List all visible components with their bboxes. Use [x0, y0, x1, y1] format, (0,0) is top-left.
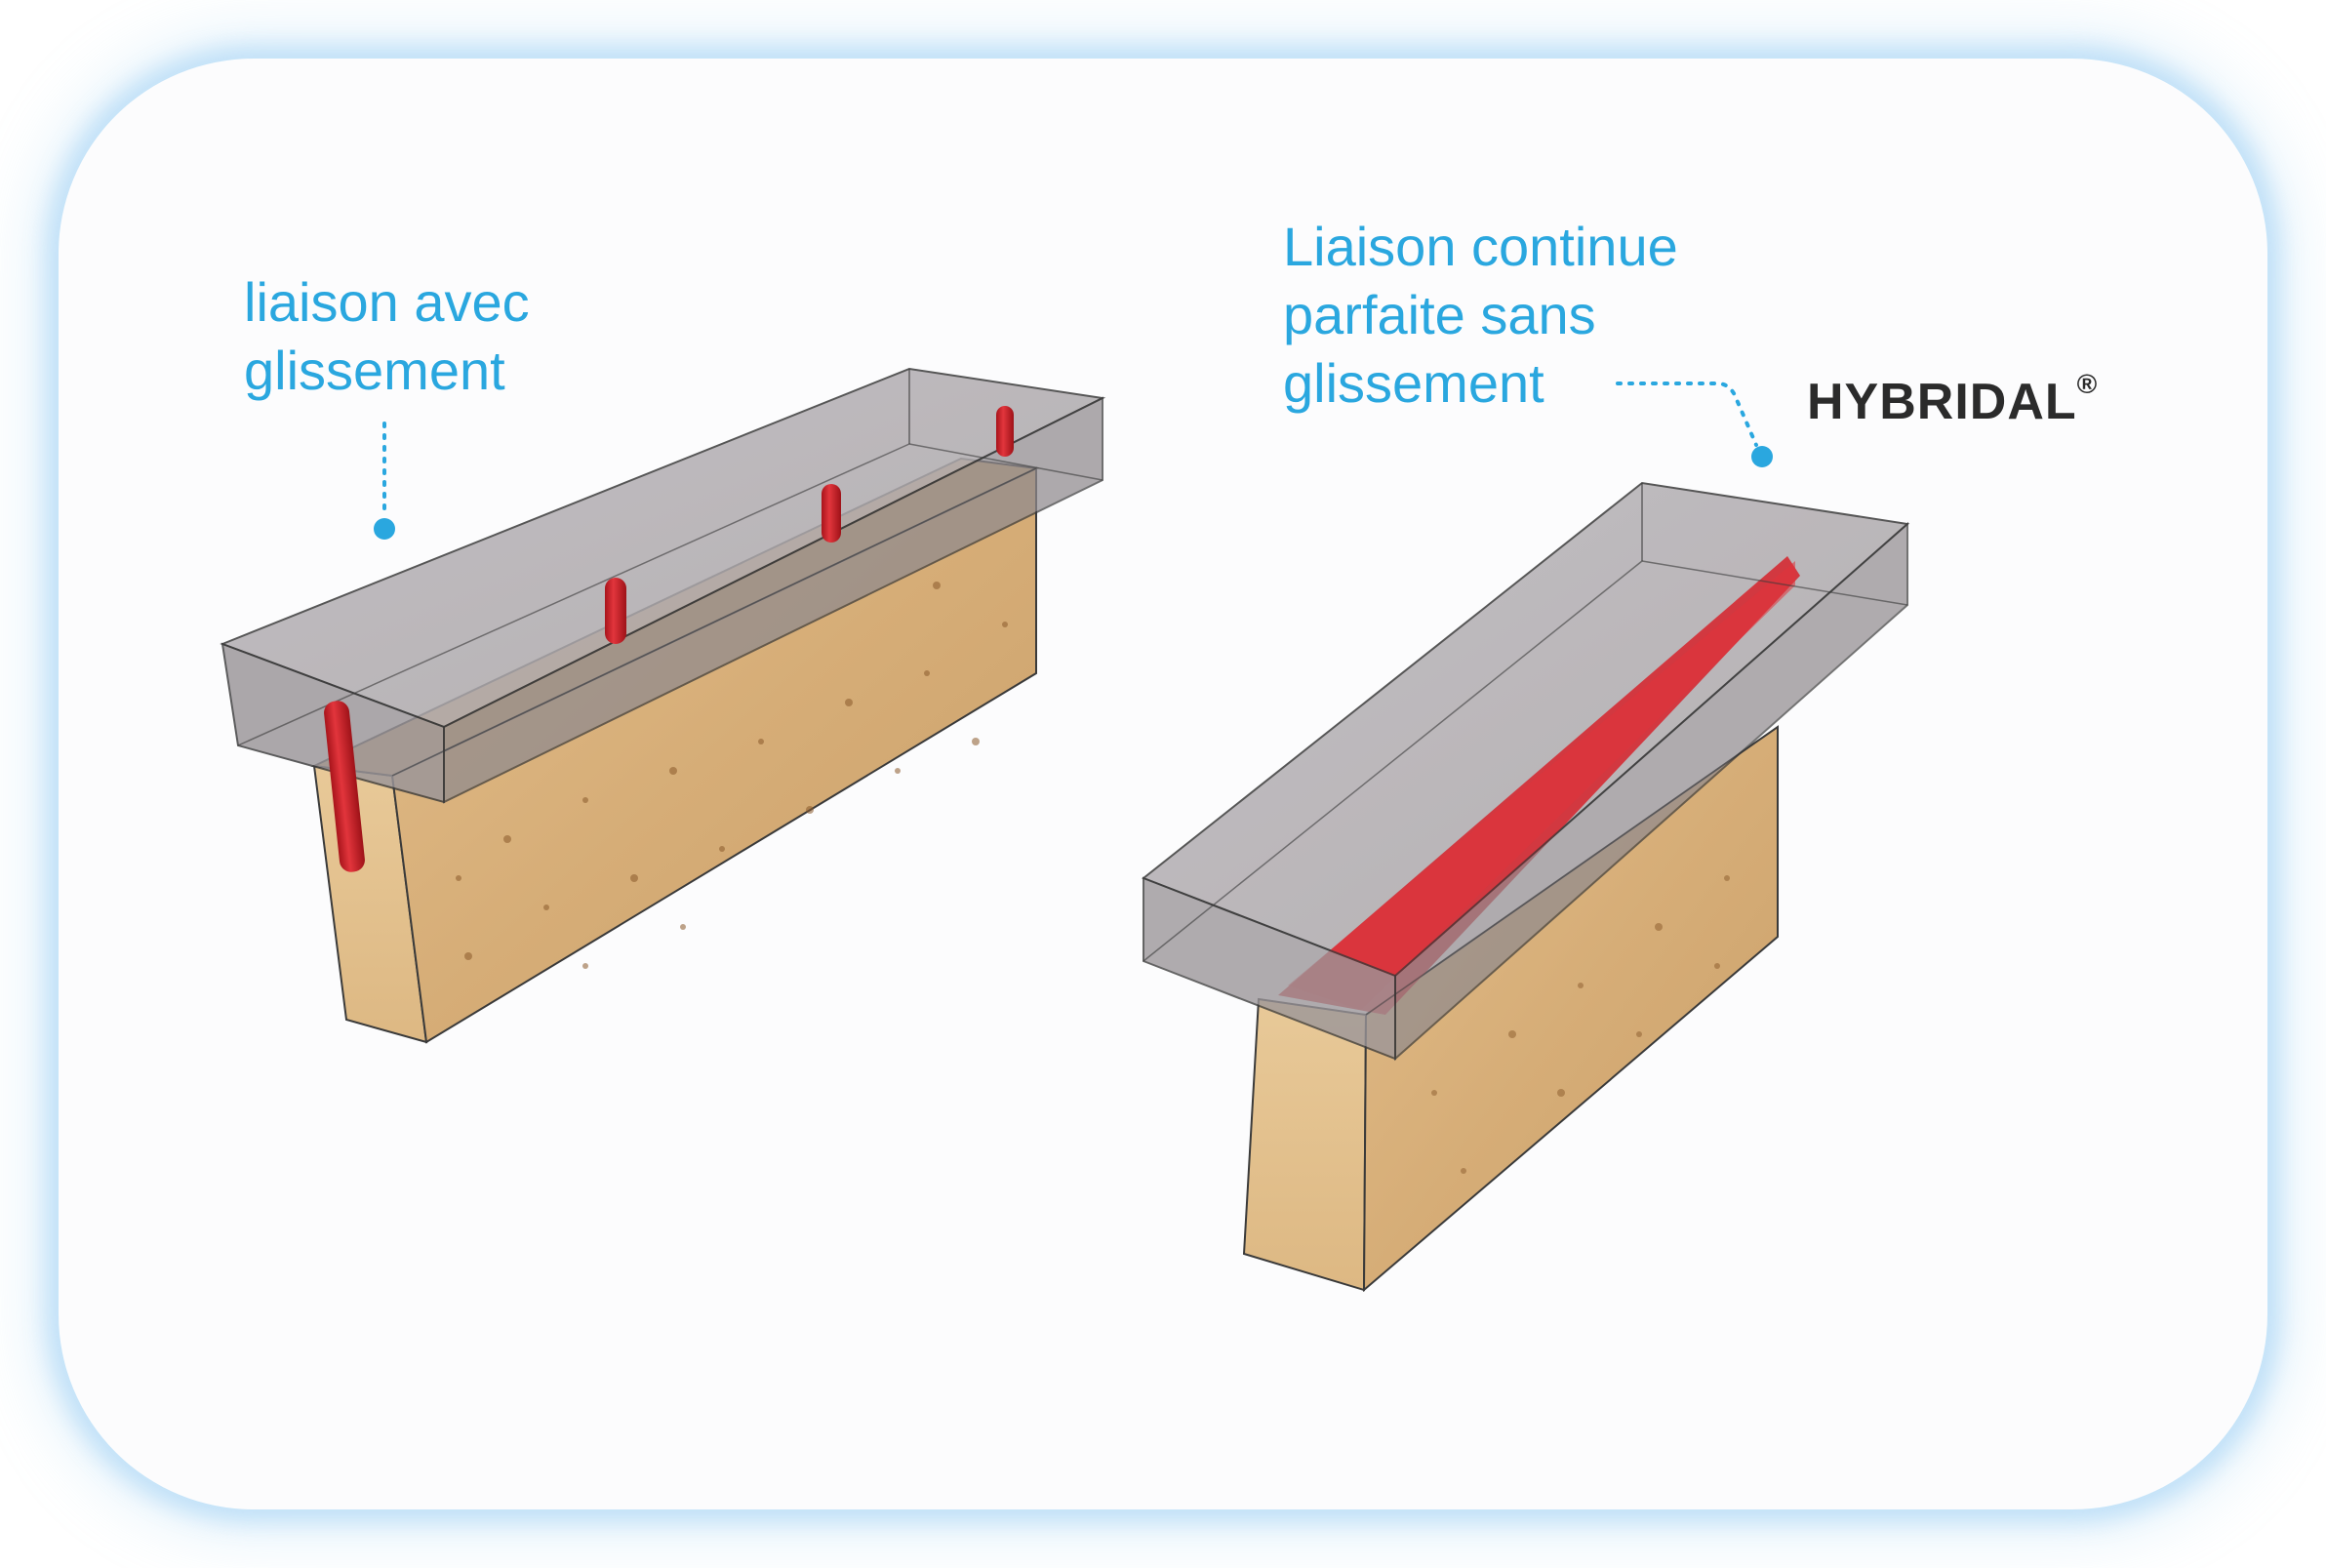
connector-stud [822, 484, 841, 543]
right-callout-label: Liaison continue parfaite sans glissemen… [1283, 216, 1678, 414]
connector-stud [324, 701, 365, 872]
brand-name: HYBRIDAL [1807, 374, 2077, 430]
left-callout-label: liaison avec glissement [244, 271, 530, 401]
right-composite-beam [1142, 481, 1910, 1293]
left-concrete-slab [220, 367, 1106, 804]
left-callout-leader [374, 422, 395, 540]
hybridal-brand: HYBRIDAL® [1807, 369, 2098, 431]
right-concrete-slab [1142, 481, 1910, 1062]
connector-stud [996, 406, 1014, 457]
registered-mark: ® [2076, 369, 2099, 399]
right-wood-knots [1431, 875, 1730, 1174]
left-wood-knots [456, 582, 1008, 969]
left-connectors [324, 406, 1014, 872]
left-composite-beam [220, 367, 1106, 1044]
right-callout-leader [1616, 382, 1773, 467]
right-timber-beam [1242, 725, 1779, 1293]
connector-stud [605, 578, 626, 644]
